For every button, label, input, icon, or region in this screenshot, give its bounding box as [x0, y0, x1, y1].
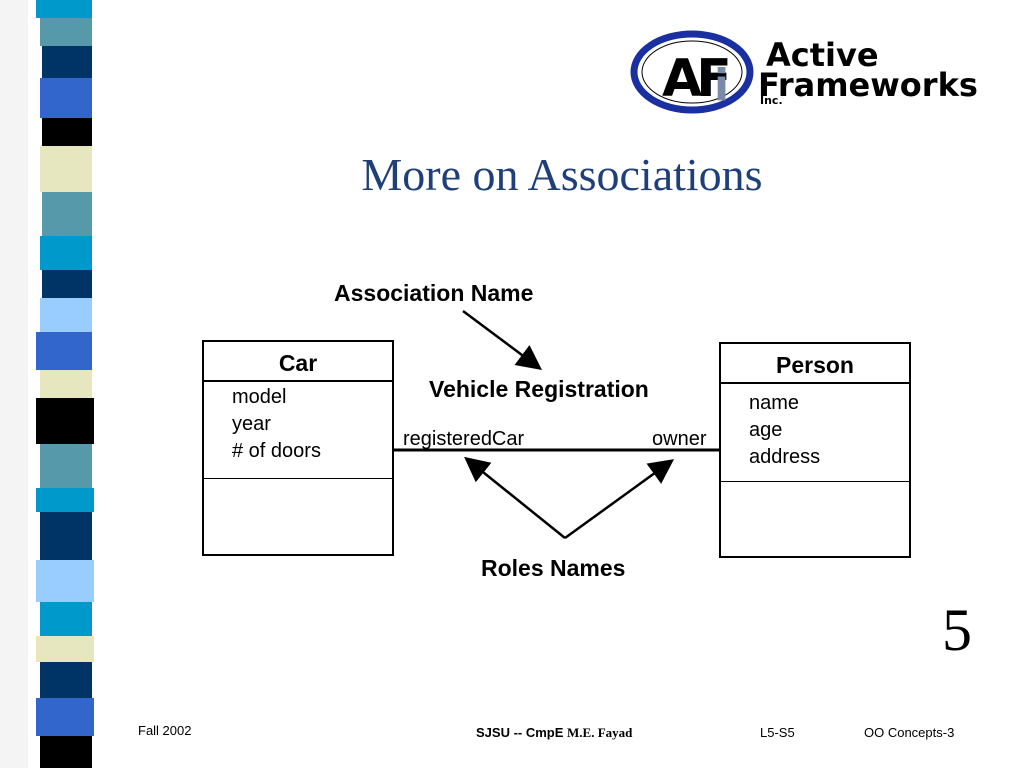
roles-names-label: Roles Names — [481, 555, 626, 581]
decorative-stripe-bar — [0, 0, 112, 768]
car-class-name: Car — [204, 342, 392, 382]
slide-title: More on Associations — [361, 149, 763, 200]
association-name: Vehicle Registration — [429, 376, 649, 402]
car-attributes: model year # of doors — [204, 382, 392, 479]
footer-lecture: L5-S5 — [760, 725, 795, 740]
car-attribute: year — [232, 413, 271, 435]
role-arrow-right — [564, 459, 675, 540]
footer-org-author: SJSU -- CmpE M.E. Fayad — [476, 725, 632, 741]
association-name-label: Association Name — [334, 280, 534, 306]
role-owner: owner — [652, 428, 707, 450]
role-registered-car: registeredCar — [403, 428, 525, 450]
svg-text:Active: Active — [766, 36, 879, 74]
active-frameworks-logo: AF i Active Frameworks Inc. — [628, 28, 998, 120]
person-attribute: age — [749, 419, 783, 441]
svg-text:Frameworks: Frameworks — [758, 66, 978, 104]
footer-author: M.E. Fayad — [567, 725, 633, 740]
svg-text:i: i — [714, 60, 729, 111]
footer-term: Fall 2002 — [138, 723, 192, 738]
person-class-box: Person name age address — [719, 342, 911, 558]
person-attributes: name age address — [721, 384, 909, 482]
car-attribute: model — [232, 386, 287, 408]
footer-org: SJSU -- CmpE — [476, 725, 564, 740]
person-attribute: address — [749, 446, 821, 468]
footer-topic: OO Concepts-3 — [864, 725, 955, 740]
person-class-name: Person — [721, 344, 909, 384]
person-attribute: name — [749, 392, 800, 414]
car-class-box: Car model year # of doors — [202, 340, 394, 556]
association-name-arrow — [462, 309, 543, 370]
role-arrow-left — [464, 456, 566, 539]
slide-number: 5 — [942, 597, 972, 663]
car-attribute: # of doors — [232, 440, 321, 462]
svg-text:Inc.: Inc. — [760, 94, 783, 107]
svg-text:AF: AF — [662, 49, 728, 109]
